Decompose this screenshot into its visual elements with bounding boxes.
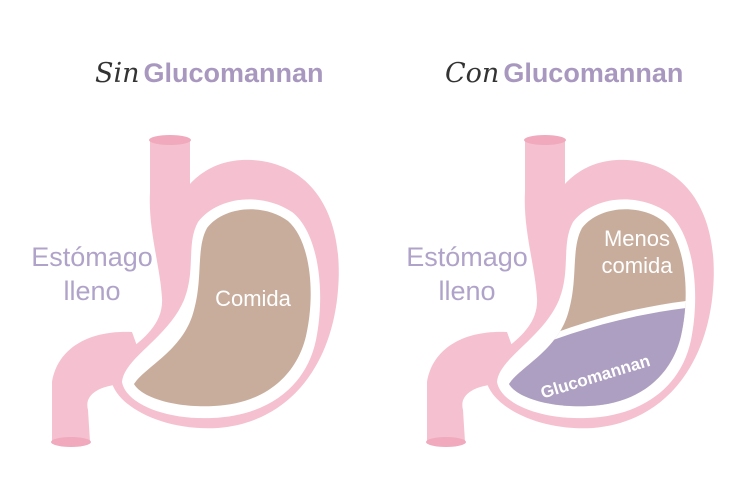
esophagus-opening: [524, 135, 566, 145]
panel-title: Con Glucomannan: [445, 58, 683, 89]
esophagus: [150, 140, 190, 205]
panel-with-glucomannan: Con Glucomannan Estómago lleno Menos c: [375, 0, 750, 500]
stomach-label-line2: lleno: [63, 276, 121, 306]
stomach-label: Estómago lleno: [397, 240, 537, 308]
title-prefix: Con: [445, 58, 500, 89]
food-label-line1: Menos: [604, 226, 670, 251]
title-prefix: Sin: [95, 58, 140, 89]
stomach-label-line1: Estómago: [31, 242, 153, 272]
title-main: Glucomannan: [143, 58, 324, 88]
food-label-line2: comida: [602, 253, 674, 278]
title-main: Glucomannan: [503, 58, 684, 88]
food-content: [134, 209, 311, 407]
stomach-label-line1: Estómago: [406, 242, 528, 272]
panel-without-glucomannan: Sin Glucomannan Estómago lleno Comida: [22, 58, 339, 447]
esophagus-opening: [149, 135, 191, 145]
duodenum-opening: [426, 437, 466, 447]
food-label: Comida: [215, 286, 292, 311]
stomach-illustration: Comida: [51, 135, 339, 447]
panel-title: Sin Glucomannan: [95, 58, 324, 89]
stomach-label: Estómago lleno: [22, 240, 162, 308]
duodenum-opening: [51, 437, 91, 447]
stomach-illustration: Menos comida Glucomannan: [426, 135, 714, 447]
esophagus: [525, 140, 565, 205]
stomach-label-line2: lleno: [438, 276, 496, 306]
